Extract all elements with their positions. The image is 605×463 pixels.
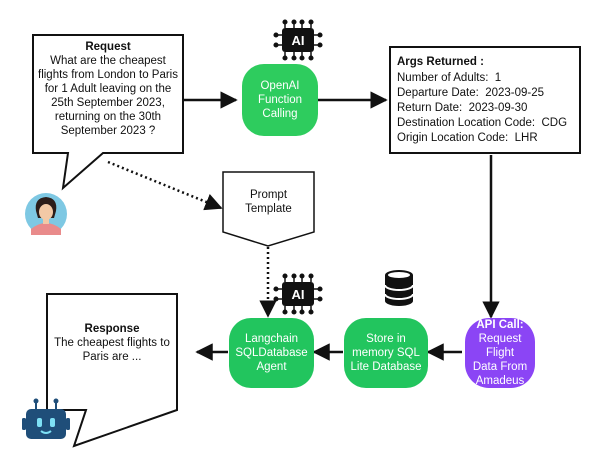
database-icon [384, 270, 414, 306]
args-row: Destination Location Code: CDG [397, 117, 568, 129]
robot-icon [22, 398, 70, 439]
svg-text:AI: AI [292, 287, 305, 302]
api-call-text: Request Flight Data From Amadeus [472, 333, 528, 387]
args-row: Departure Date: 2023-09-25 [397, 87, 545, 99]
args-row: Number of Adults: 1 [397, 72, 502, 84]
store-sqlite-label: Store in memory SQL Lite Database [350, 333, 422, 373]
prompt-template-shape [222, 171, 315, 247]
request-text: What are the cheapest flights from Londo… [38, 55, 178, 137]
api-call-title: API Call: [476, 319, 524, 331]
openai-function-calling-label: OpenAI Function Calling [257, 80, 303, 120]
prompt-template-node: Prompt Template [223, 180, 314, 224]
store-sqlite-node: Store in memory SQL Lite Database [344, 318, 428, 388]
response-title: Response [84, 323, 140, 335]
args-row: Origin Location Code: LHR [397, 132, 538, 144]
request-bubble-shape [32, 34, 184, 191]
user-avatar-icon [25, 193, 67, 235]
response-bubble: Response The cheapest flights to Paris a… [50, 322, 174, 382]
request-title: Request [85, 41, 131, 53]
ai-chip-icon: AI [273, 273, 323, 315]
dotted-arrow-request-to-template [107, 160, 223, 211]
args-title: Args Returned : [397, 56, 484, 68]
args-returned-box: Args Returned : Number of Adults: 1 Depa… [389, 46, 581, 154]
openai-function-calling-node: OpenAI Function Calling [242, 64, 318, 136]
response-text: The cheapest flights to Paris are ... [54, 337, 170, 363]
langchain-agent-node: Langchain SQLDatabase Agent [229, 318, 314, 388]
args-row: Return Date: 2023-09-30 [397, 102, 528, 114]
ai-chip-icon: AI [273, 19, 323, 61]
api-call-node: API Call: Request Flight Data From Amade… [465, 318, 535, 388]
langchain-agent-label: Langchain SQLDatabase Agent [235, 333, 308, 373]
prompt-template-label: Prompt Template [245, 189, 292, 215]
svg-text:AI: AI [292, 33, 305, 48]
request-bubble: Request What are the cheapest flights fr… [36, 40, 180, 148]
